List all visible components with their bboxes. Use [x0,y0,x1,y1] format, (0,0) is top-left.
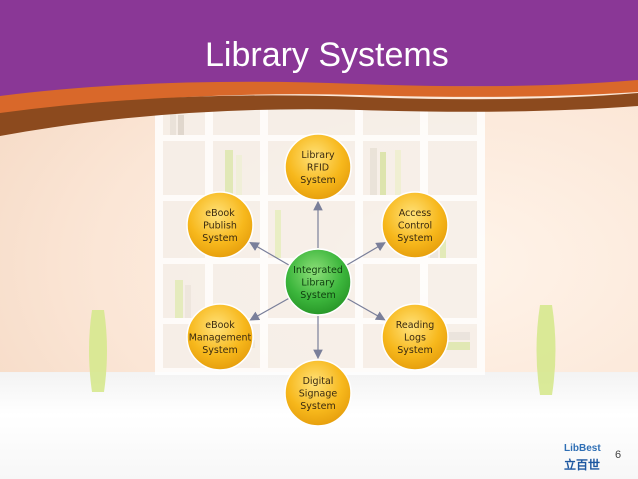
logo-english-text: LibBest [564,443,601,454]
node-digital-signage-label-line: System [300,401,335,412]
logo-chinese-text: 立百世 [564,458,601,472]
node-circle [381,303,449,371]
node-circle [186,191,254,259]
node-library-rfid-label-line: RFID [307,163,329,174]
slide-title: Library Systems [205,36,449,74]
arrow-to-ebook-publish [249,241,289,266]
node-ebook-publish-label-line: Publish [203,221,237,232]
arrow-to-reading-logs [347,298,386,321]
node-ebook-management-label-line: eBook [205,320,235,331]
node-ebook-publish-label-line: eBook [205,208,235,219]
node-digital-signage-label-line: Digital [303,376,334,387]
node-access-control-label-line: System [397,233,432,244]
node-library-rfid-label-line: Library [301,150,335,161]
node-ebook-publish-label-line: System [202,233,237,244]
center-node-label-line: System [300,290,335,301]
libbest-logo: LibBest 立百世 [564,443,604,473]
node-reading-logs-label-line: System [397,345,432,356]
center-circle [284,248,352,316]
node-access-control-label-line: Access [399,208,432,219]
node-access-control-label-line: Control [398,221,432,232]
node-reading-logs-label-line: Logs [404,333,426,344]
title-banner [0,0,638,136]
node-ebook-management-label-line: System [202,345,237,356]
node-reading-logs-label-line: Reading [396,320,435,331]
node-circle [284,359,352,427]
node-library-rfid-label-line: System [300,175,335,186]
arrow-to-access-control [347,242,386,266]
connector-arrows [249,200,386,360]
center-node-label-line: Library [301,278,335,289]
center-node-label-line: Integrated [293,265,343,276]
page-number: 6 [615,449,622,461]
node-circle [186,303,254,371]
node-ebook-management-label-line: Management [189,333,252,344]
node-circle [381,191,449,259]
arrow-to-ebook-management [249,298,289,321]
node-digital-signage-label-line: Signage [299,389,338,400]
system-nodes: LibraryRFIDSystemAccessControlSystemRead… [186,133,449,427]
node-circle [284,133,352,201]
